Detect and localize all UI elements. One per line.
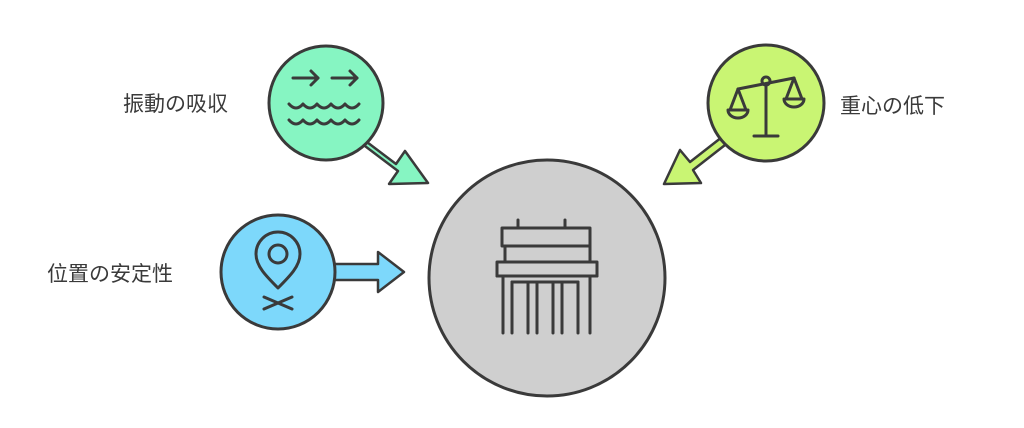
label-center-of-gravity: 重心の低下 [840,94,945,118]
node-position-stability [219,213,337,331]
node-vibration-absorption [267,44,385,162]
location-pin-icon [254,230,302,311]
balance-scale-icon [726,75,806,138]
center-node [427,158,667,398]
node-center-of-gravity [706,43,826,163]
label-vibration-absorption: 振動の吸収 [123,92,228,116]
arrow-position-to-center [330,250,406,294]
waves-arrows-icon [287,69,361,126]
pier-structure-icon [495,218,599,335]
label-position-stability: 位置の安定性 [47,262,173,286]
